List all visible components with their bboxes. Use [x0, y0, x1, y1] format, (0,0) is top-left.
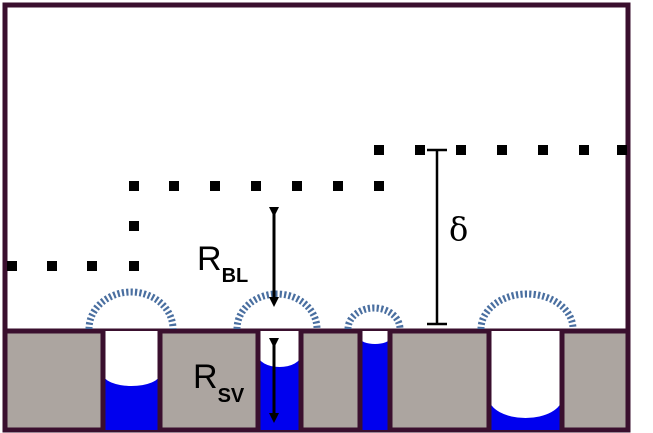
delta-label: δ — [449, 210, 468, 248]
delta-marker — [427, 148, 447, 326]
solid-blocks — [2, 328, 631, 433]
cavity-3-liquid — [360, 331, 390, 430]
cavity-2-meniscus — [258, 331, 301, 367]
cavity-3-meniscus — [360, 331, 390, 344]
vapor-domes — [85, 288, 577, 330]
cavity-3 — [360, 331, 390, 430]
solid-block-5 — [559, 328, 631, 433]
r-sv-label: RSV — [193, 358, 245, 407]
vapor-dome-2 — [233, 290, 321, 330]
vapor-dome-1 — [85, 288, 177, 330]
cavity-1 — [103, 331, 160, 430]
solid-block-3 — [298, 328, 363, 433]
vapor-dome-3 — [344, 304, 404, 330]
solid-block-1 — [2, 328, 106, 433]
cavity-1-meniscus — [103, 331, 160, 386]
cavity-2 — [258, 331, 301, 430]
solid-block-4 — [387, 328, 492, 433]
cavity-4 — [489, 331, 562, 430]
vapor-dome-4 — [477, 290, 577, 330]
solid-block-2 — [157, 328, 261, 433]
r-bl-label: RBL — [197, 240, 248, 287]
boundary-layer-dots — [7, 145, 627, 271]
cavity-4-meniscus — [489, 331, 562, 418]
